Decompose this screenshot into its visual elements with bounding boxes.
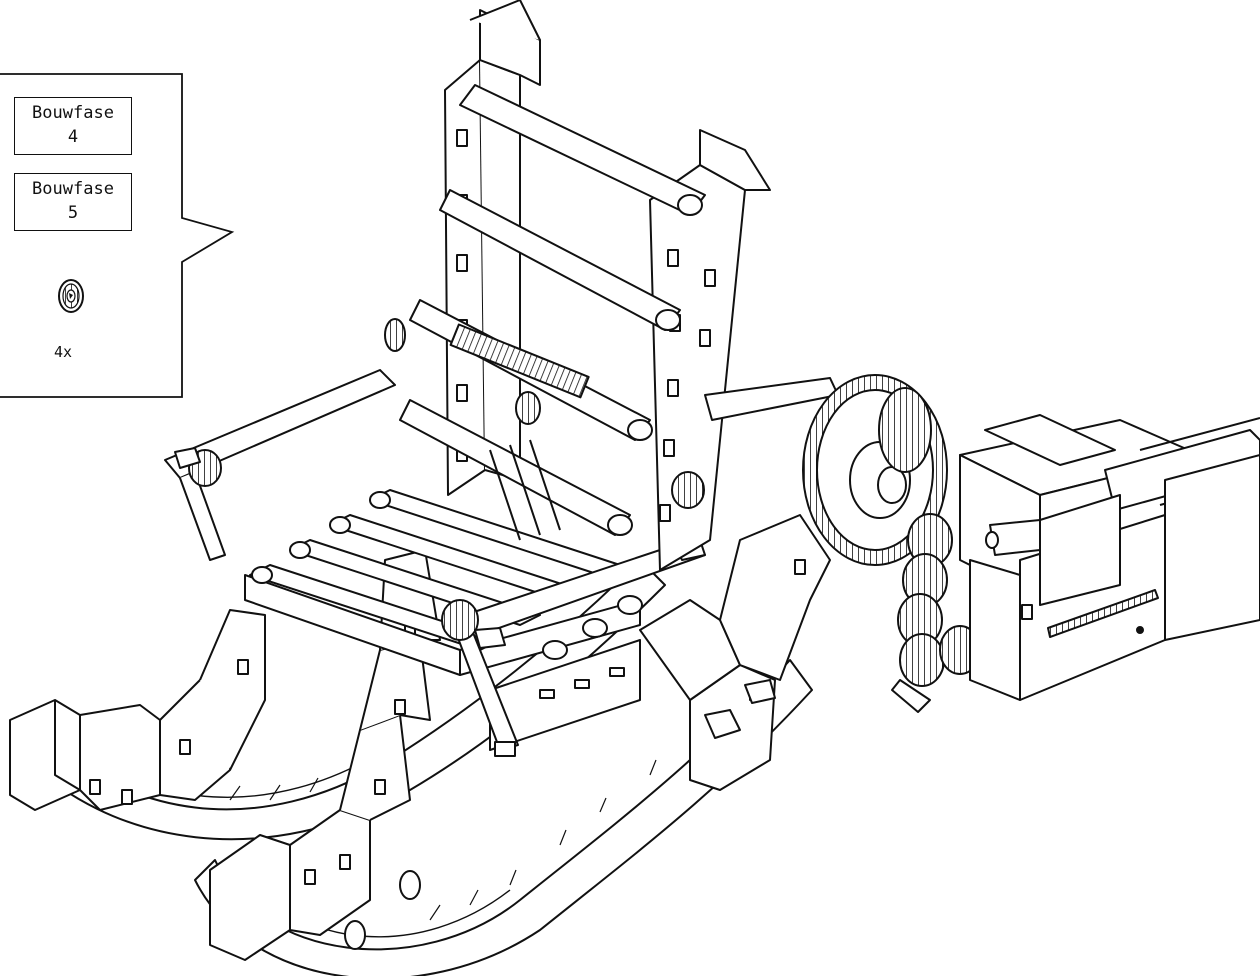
clamp-block [984,414,1121,606]
phase-label-4: Bouwfase 4 [14,97,132,155]
small-gear-icon [58,279,84,313]
seat-slats [249,489,643,660]
rocking-chair [9,0,839,976]
phase-number: 5 [67,203,79,223]
rocker-blocks-left [9,609,266,811]
phase-label-5: Bouwfase 5 [14,173,132,231]
upper-pinion [878,387,932,473]
gearbox-assembly [802,374,1260,713]
backrest-gear-shaft [449,323,590,541]
backrest-crossbars [399,84,706,536]
part-quantity: 4x [54,343,73,361]
left-armrest [164,369,396,561]
motor-fins [1104,417,1260,641]
phase-title: Bouwfase [32,179,114,199]
backrest-left-rail [384,0,541,496]
seat-side-rail [244,574,641,751]
front-right-post [639,514,831,791]
right-armrest [441,539,706,757]
phase-number: 4 [67,127,79,147]
phase-title: Bouwfase [32,103,114,123]
